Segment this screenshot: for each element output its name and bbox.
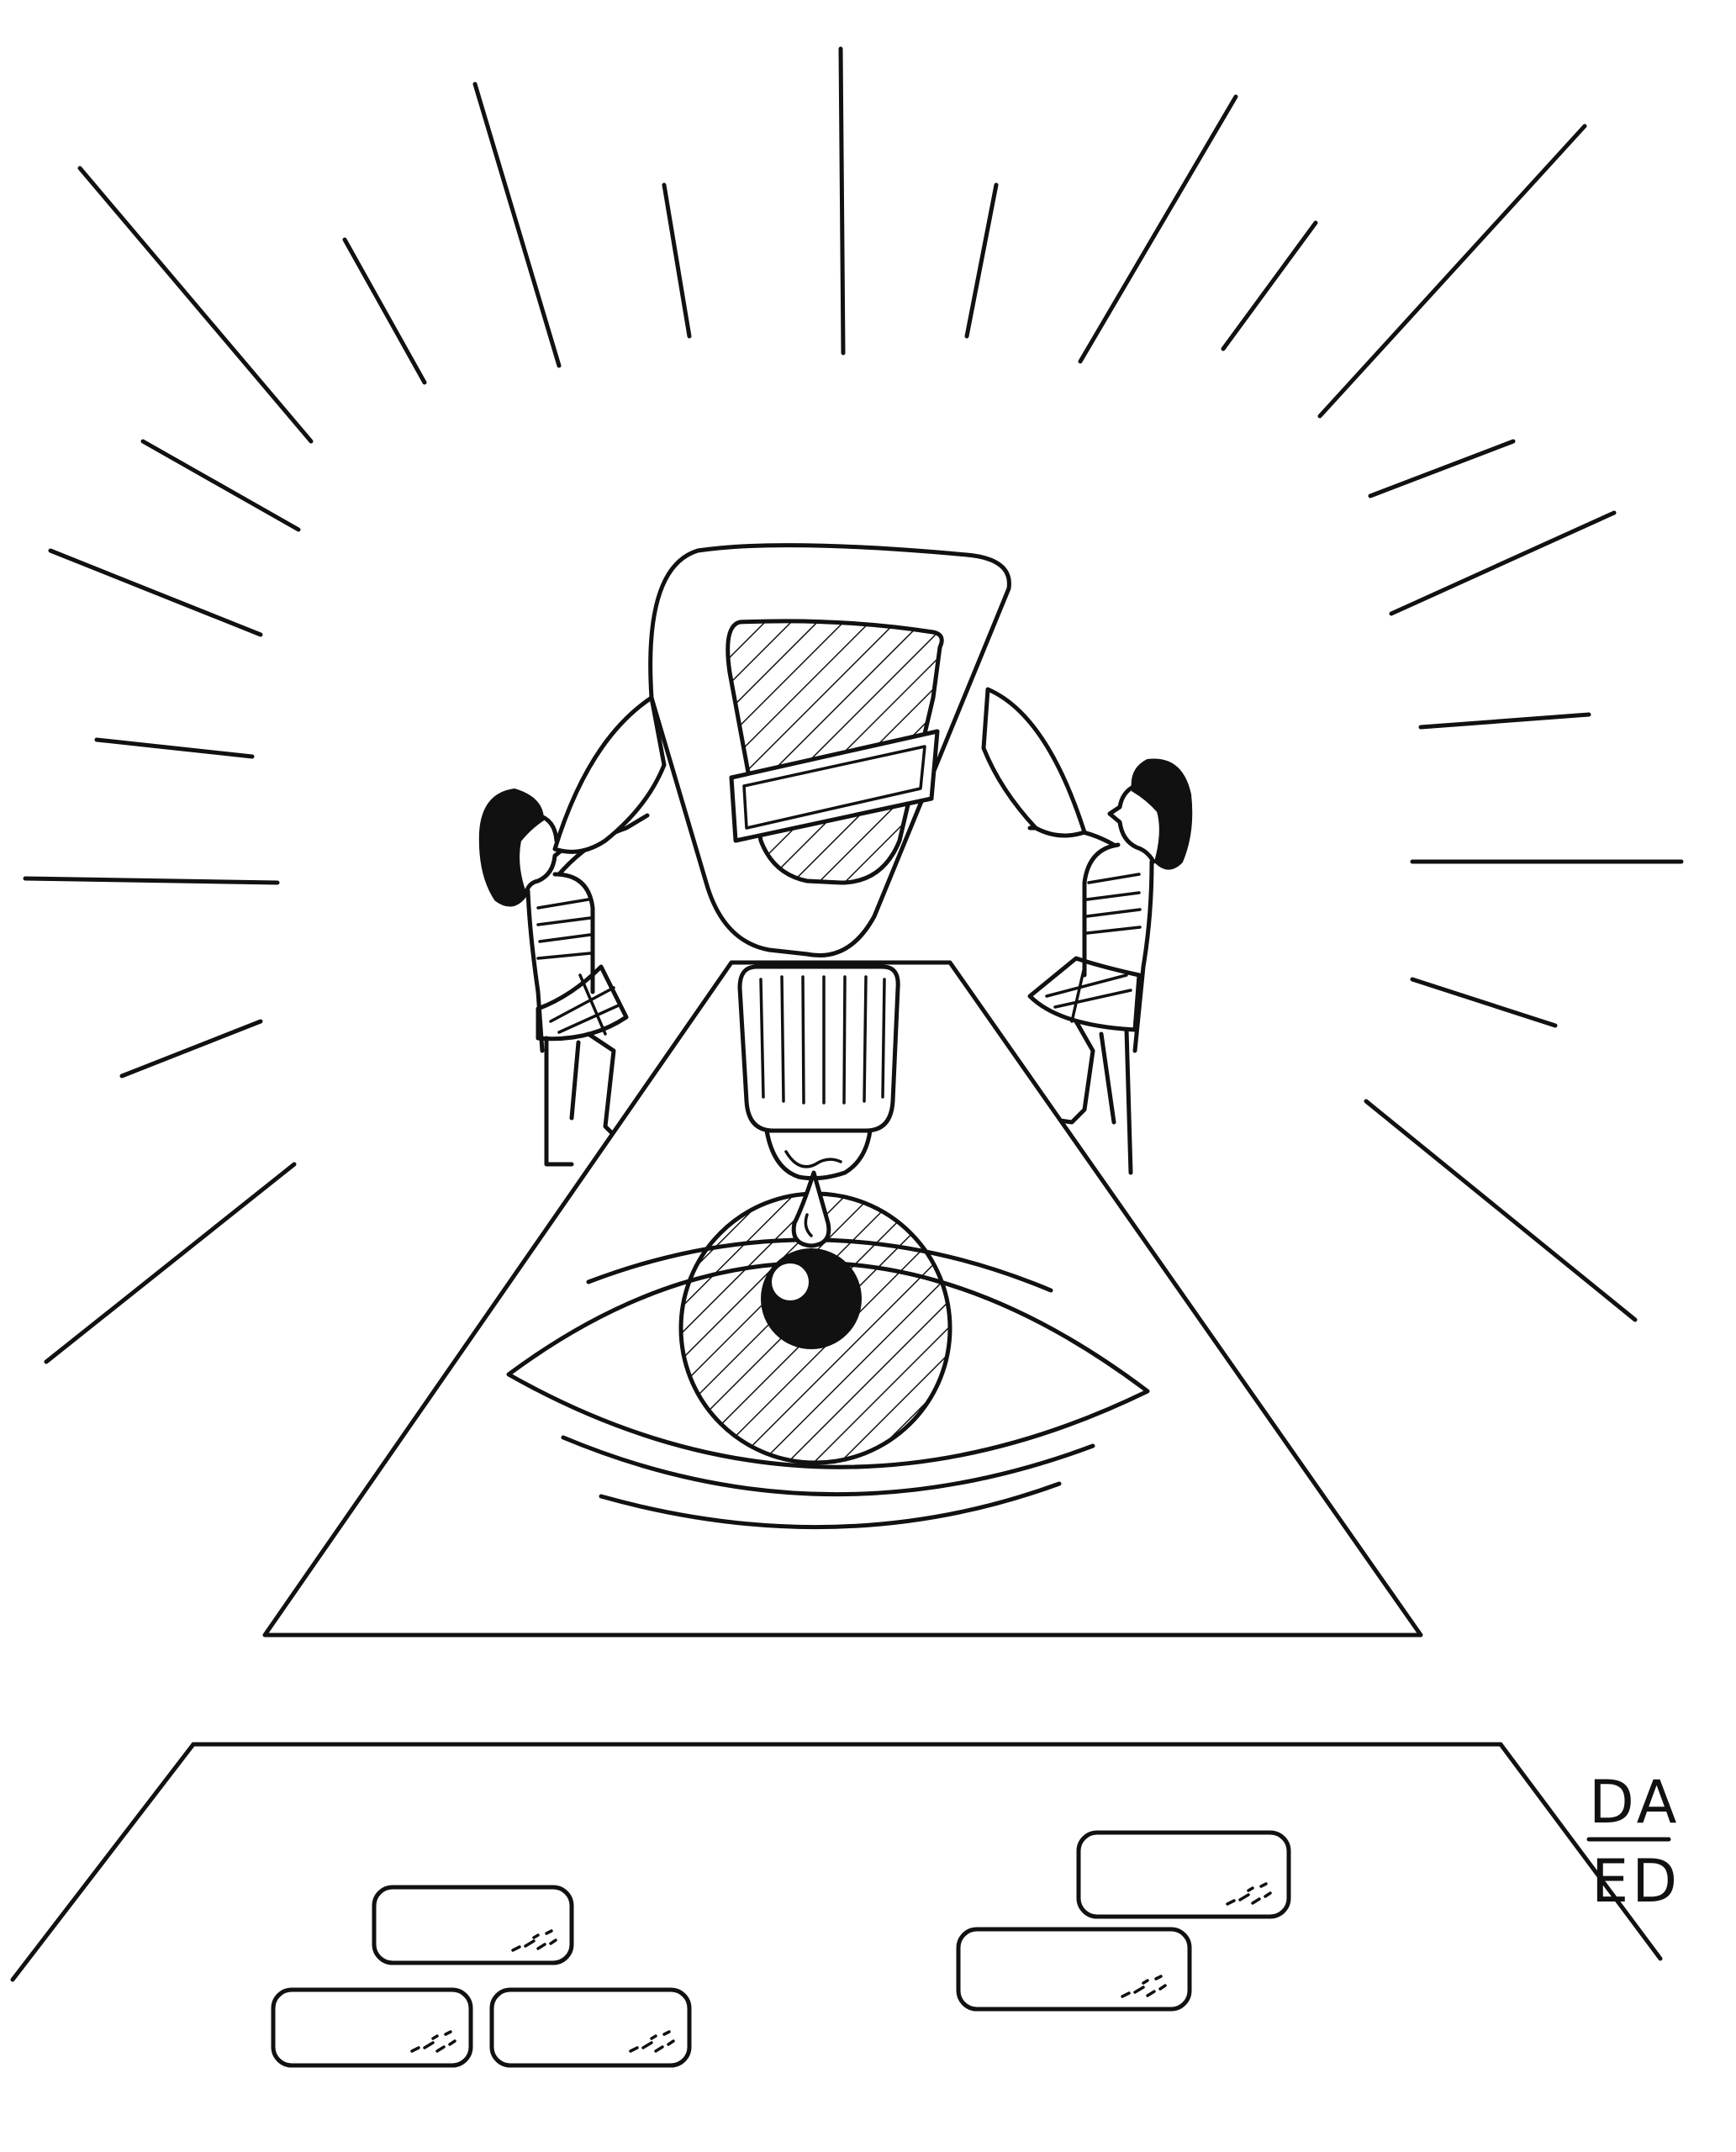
ray	[1410, 977, 1558, 1028]
brick	[489, 1987, 692, 2068]
ray	[1389, 510, 1617, 616]
platform-right-edge	[1498, 1742, 1663, 1961]
ray	[1368, 439, 1516, 498]
ray	[48, 548, 263, 637]
right-figure-hair	[1131, 758, 1193, 870]
left-figure-skirt-stripes	[549, 973, 622, 1036]
ray	[342, 237, 427, 385]
right-figure	[1027, 758, 1193, 1175]
ray	[1221, 220, 1318, 351]
eye-drop	[791, 1170, 831, 1248]
ray	[94, 737, 255, 759]
right-figure-body	[1082, 842, 1154, 1053]
lower-eyelid-line-1	[561, 1435, 1095, 1497]
right-figure-skirt-stripes	[1045, 965, 1132, 1023]
ray	[964, 182, 999, 339]
ray	[44, 1162, 297, 1364]
ray	[1418, 712, 1591, 730]
right-drape	[981, 687, 1087, 838]
left-figure-hair	[478, 788, 545, 907]
ray	[472, 82, 562, 368]
left-figure-sleeve	[536, 898, 592, 960]
ray	[23, 876, 280, 885]
eye-drop-highlight	[804, 1213, 813, 1237]
ray	[1317, 124, 1587, 419]
platform-left-edge	[10, 1742, 196, 1982]
bottle-cap	[737, 964, 900, 1133]
ray	[119, 1019, 263, 1079]
bricks	[271, 1830, 1291, 2068]
artist-signature: DA ED	[1586, 1768, 1681, 1916]
ray	[662, 182, 692, 339]
ray	[77, 166, 314, 444]
lower-eyelid-line-2	[599, 1481, 1062, 1530]
ray	[140, 439, 301, 532]
left-figure-skirt	[536, 964, 629, 1042]
left-figure-face	[523, 813, 566, 898]
ray	[1364, 1099, 1638, 1322]
platform	[10, 1742, 1663, 1982]
drapes	[552, 687, 1087, 854]
bottle-label-band	[729, 729, 940, 843]
right-figure-face	[1107, 783, 1156, 864]
eye-drop-bottle	[648, 543, 1011, 1248]
left-drape	[552, 695, 667, 854]
right-figure-sleeve	[1085, 873, 1142, 935]
left-figure-body	[525, 872, 595, 1053]
pupil	[761, 1248, 862, 1349]
left-figure	[478, 788, 650, 1167]
signature-bottom: ED	[1591, 1847, 1681, 1916]
bottle-cap-ridges	[759, 975, 886, 1105]
pupil-highlight	[772, 1263, 809, 1300]
ray	[1078, 94, 1238, 364]
signature-top: DA	[1589, 1768, 1681, 1837]
nozzle-drip	[784, 1150, 842, 1168]
brick	[1076, 1830, 1291, 1919]
brick	[271, 1987, 473, 2068]
radiating-rays	[23, 46, 1684, 1364]
bottle-label-band-inner	[742, 745, 926, 830]
brick	[956, 1927, 1192, 2012]
right-figure-skirt	[1027, 956, 1142, 1032]
bottle-nozzle	[764, 1128, 873, 1181]
all-seeing-eye	[506, 1191, 1150, 1530]
ray	[838, 46, 846, 356]
brick	[372, 1885, 574, 1965]
